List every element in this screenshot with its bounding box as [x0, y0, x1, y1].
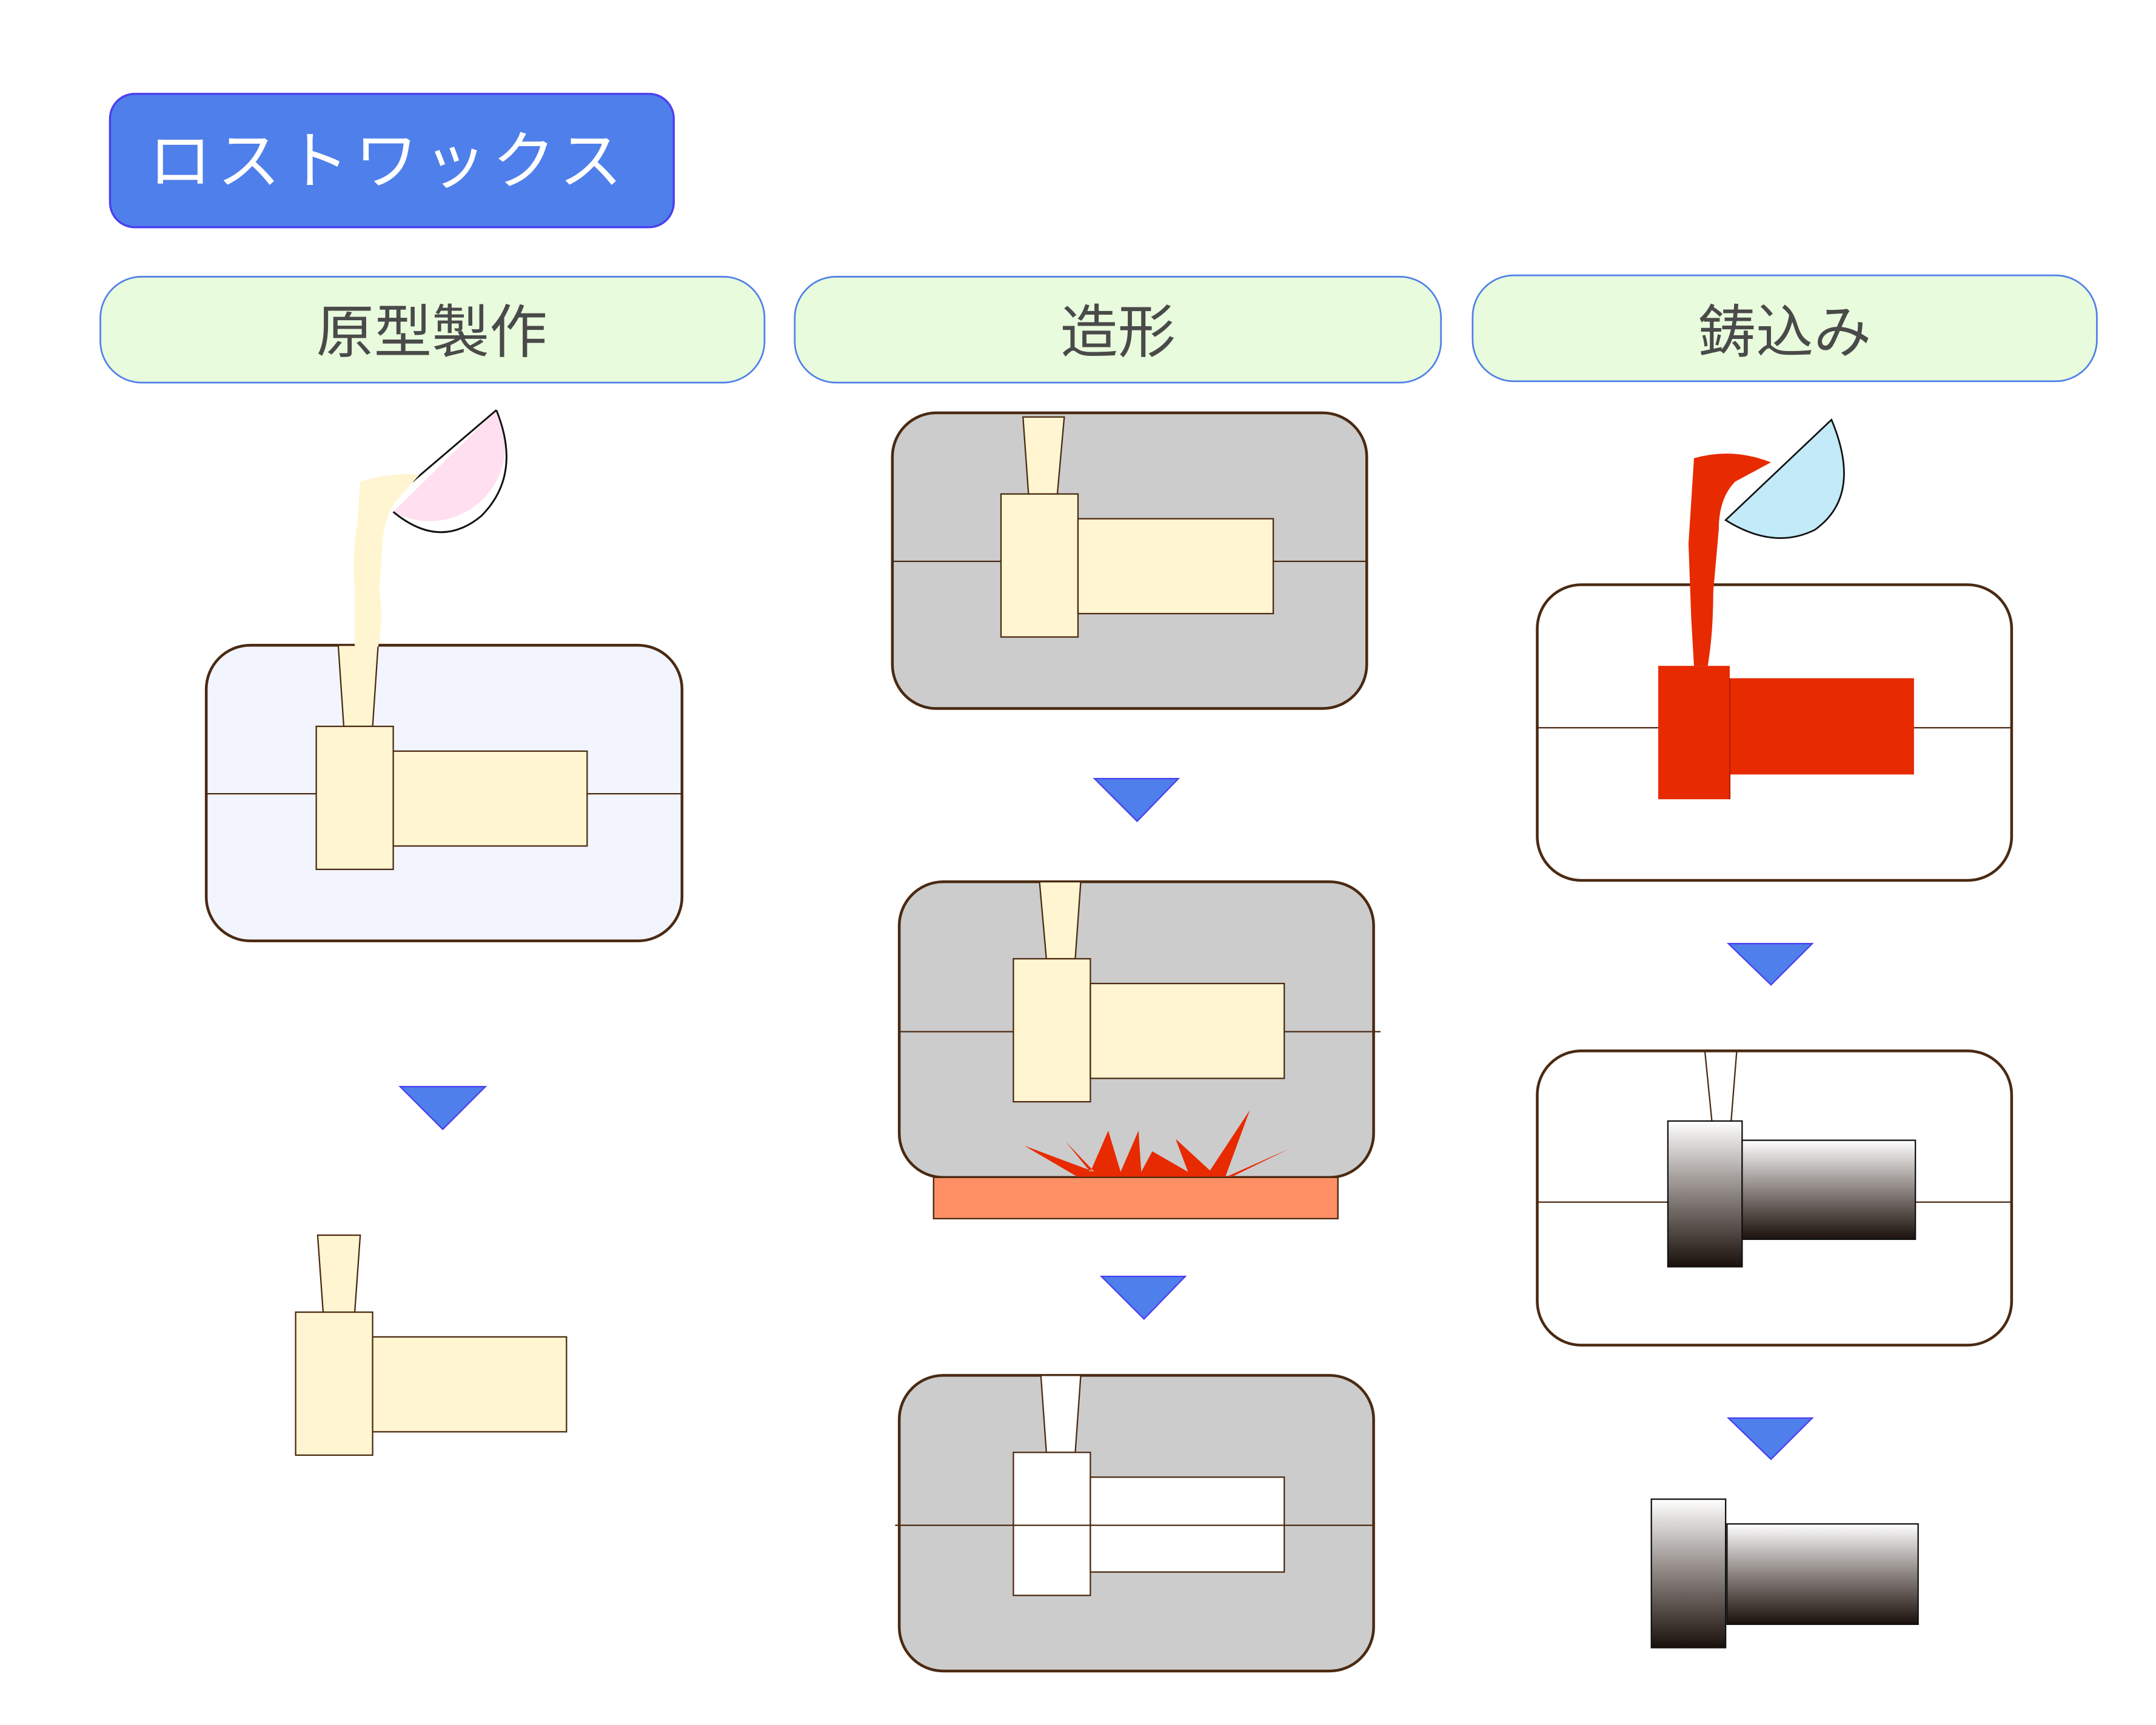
molten-metal-stream: [1688, 454, 1771, 666]
dewaxing-mold: [897, 880, 1381, 1220]
investment-mold-1: [891, 411, 1368, 710]
step-header-label: 造形: [1060, 300, 1176, 366]
arrow-down-icon: [1726, 943, 1814, 986]
title-text: ロストワックス: [149, 124, 628, 198]
wax-pour-stream: [353, 474, 420, 647]
arrow-down-icon: [1093, 778, 1180, 823]
solidified-casting-mold: [1536, 1049, 2014, 1347]
step-header-prototype: 原型製作: [99, 276, 766, 384]
step-header-molding: 造形: [794, 276, 1442, 384]
ladle-icon: [392, 409, 507, 534]
ladle-icon: [1724, 418, 1845, 539]
step-header-label: 鋳込み: [1698, 300, 1872, 366]
step-header-label: 原型製作: [316, 300, 547, 366]
arrow-down-icon: [398, 1086, 487, 1131]
wax-injection-mold: [204, 643, 684, 943]
investment-mold-cavity: [895, 1374, 1375, 1673]
title-banner: ロストワックス: [109, 93, 675, 229]
finished-casting: [1650, 1498, 1919, 1649]
flame-icon: [1024, 1110, 1290, 1179]
step-header-casting: 鋳込み: [1471, 274, 2098, 383]
arrow-down-icon: [1099, 1275, 1187, 1321]
wax-pattern: [295, 1234, 567, 1456]
casting-mold: [1536, 583, 2014, 882]
arrow-down-icon: [1726, 1417, 1814, 1461]
